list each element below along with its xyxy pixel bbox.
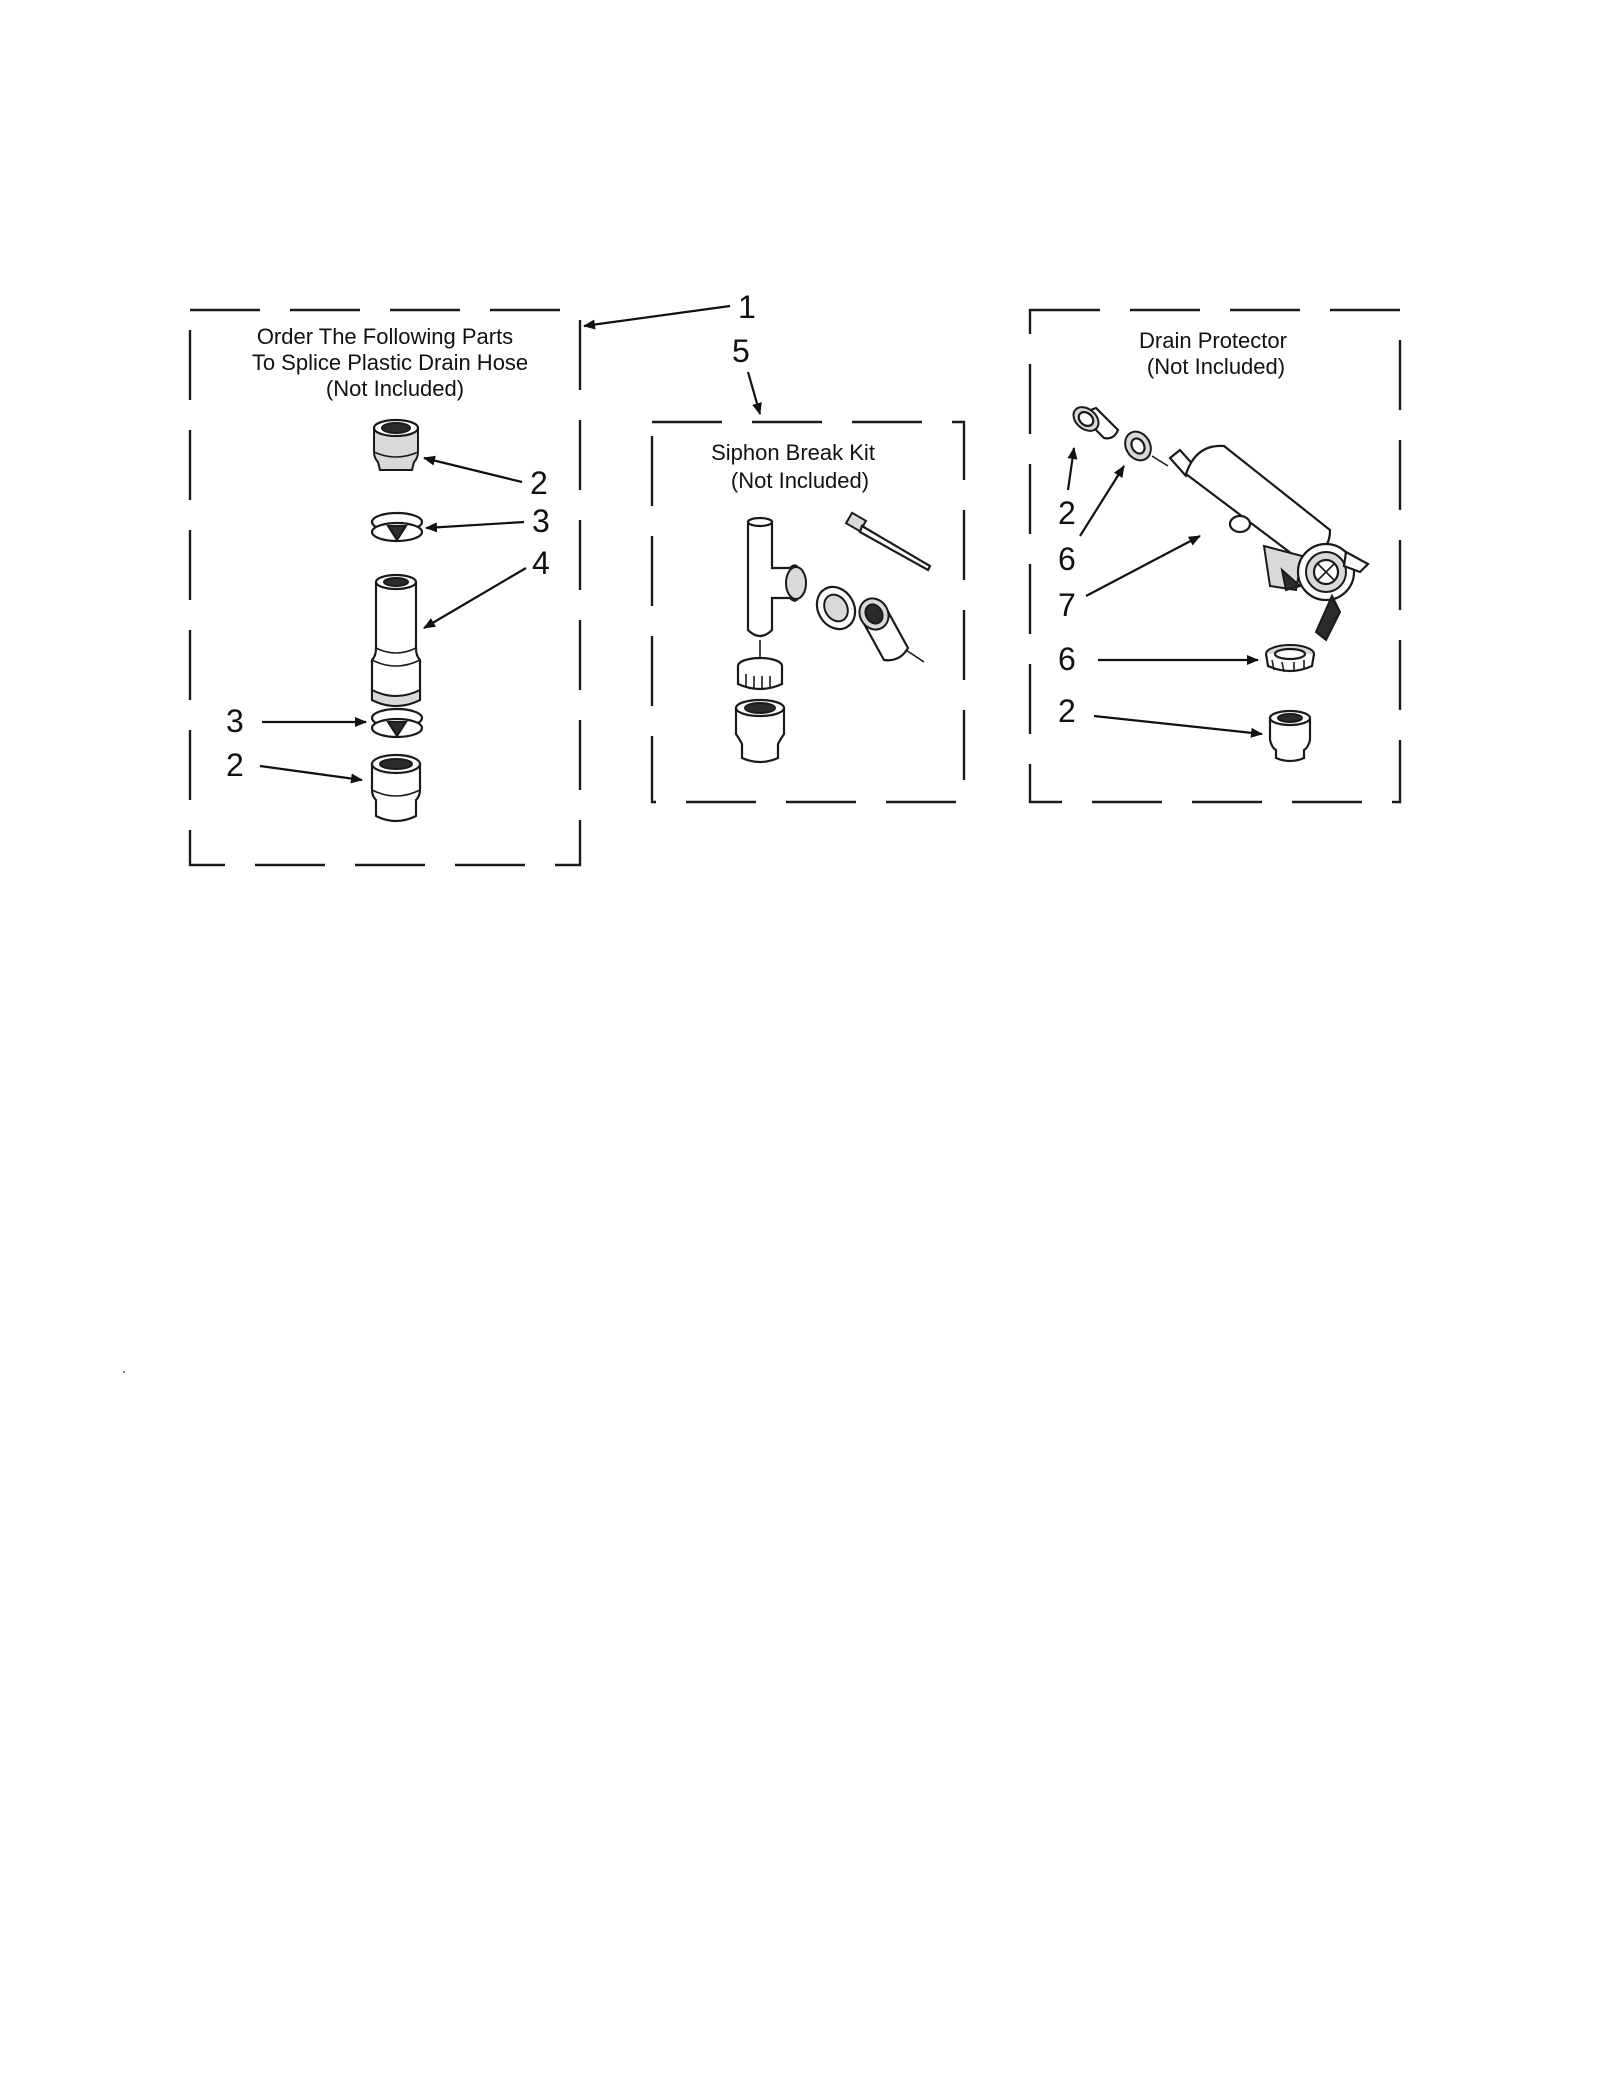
splice-kit-title-line-1: Order The Following Parts bbox=[257, 324, 513, 349]
callout-drain-insert-bottom: 2 bbox=[1058, 693, 1076, 729]
callout-splice-insert-bottom: 2 bbox=[226, 747, 244, 783]
splice-kit-box: Order The Following Parts To Splice Plas… bbox=[188, 308, 582, 867]
callout-splice-insert-top: 2 bbox=[530, 465, 548, 501]
leader-5 bbox=[746, 371, 762, 415]
callout-1: 1 bbox=[738, 289, 756, 325]
drain-protector-frame bbox=[1028, 308, 1402, 804]
drain-protector-title-line-1: Drain Protector bbox=[1139, 328, 1287, 353]
siphon-side-ring bbox=[815, 585, 857, 631]
leader-splice-clamp-top bbox=[425, 520, 525, 533]
splice-kit-title-line-2: To Splice Plastic Drain Hose bbox=[252, 350, 528, 375]
leader-drain-clamp-top bbox=[1079, 465, 1125, 537]
siphon-side-insert bbox=[858, 597, 925, 663]
leader-splice-insert-bottom bbox=[259, 764, 363, 784]
callout-drain-insert-top: 2 bbox=[1058, 495, 1076, 531]
siphon-kit-title-line-2: (Not Included) bbox=[731, 468, 869, 493]
callout-drain-body: 7 bbox=[1058, 587, 1076, 623]
leader-splice-coupling bbox=[423, 567, 527, 629]
leader-drain-body bbox=[1085, 535, 1201, 597]
splice-kit-frame bbox=[188, 308, 582, 867]
scan-speck bbox=[123, 1371, 125, 1373]
siphon-cable-tie bbox=[844, 511, 932, 572]
splice-kit-title-line-3: (Not Included) bbox=[326, 376, 464, 401]
callout-splice-clamp-bottom: 3 bbox=[226, 703, 244, 739]
siphon-kit-title-line-1: Siphon Break Kit bbox=[711, 440, 875, 465]
callouts: 1 5 2 3 4 3 2 2 6 7 6 2 bbox=[226, 289, 1263, 784]
callout-5: 5 bbox=[732, 333, 750, 369]
drain-clamp-bottom bbox=[1264, 644, 1316, 673]
hose-insert-top bbox=[372, 418, 420, 471]
drain-protector-body bbox=[1151, 444, 1370, 642]
leader-drain-insert-bottom bbox=[1093, 714, 1263, 738]
siphon-lower-insert bbox=[734, 698, 786, 764]
callout-splice-coupling: 4 bbox=[532, 545, 550, 581]
callout-drain-clamp-bottom: 6 bbox=[1058, 641, 1076, 677]
siphon-break-kit-box: Siphon Break Kit (Not Included) bbox=[650, 420, 966, 804]
drain-insert-bottom bbox=[1268, 709, 1312, 763]
leader-drain-insert-top bbox=[1066, 447, 1078, 491]
siphon-tee-fitting bbox=[746, 516, 807, 660]
drain-clamp-top bbox=[1124, 430, 1152, 462]
hose-clamp-top bbox=[370, 511, 424, 543]
hose-clamp-bottom bbox=[370, 707, 424, 739]
callout-drain-clamp-top: 6 bbox=[1058, 541, 1076, 577]
hose-insert-bottom bbox=[370, 753, 422, 823]
drain-protector-box: Drain Protector (Not Included) bbox=[1028, 308, 1402, 804]
siphon-kit-frame bbox=[650, 420, 966, 804]
callout-splice-clamp-top: 3 bbox=[532, 503, 550, 539]
hose-coupling bbox=[370, 573, 422, 708]
leader-1 bbox=[583, 304, 731, 330]
drain-insert-top bbox=[1072, 406, 1120, 440]
leader-splice-insert-top bbox=[423, 455, 523, 484]
drain-protector-title-line-2: (Not Included) bbox=[1147, 354, 1285, 379]
siphon-lower-ring bbox=[736, 656, 784, 691]
